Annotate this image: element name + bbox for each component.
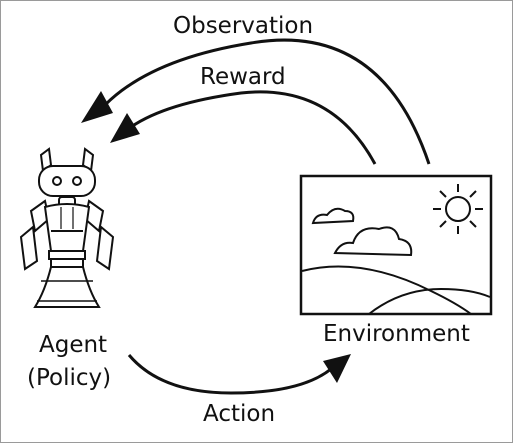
agent-policy-label: (Policy) <box>27 365 112 391</box>
observation-arrow <box>81 38 431 165</box>
reward-arrow <box>110 90 377 165</box>
agent-label: Agent <box>39 332 108 358</box>
observation-label: Observation <box>173 13 314 39</box>
landscape-icon <box>299 174 493 316</box>
action-label: Action <box>203 401 276 427</box>
robot-icon <box>19 147 115 308</box>
action-arrow <box>127 354 351 395</box>
reward-label: Reward <box>200 64 286 90</box>
environment-label: Environment <box>323 321 470 347</box>
